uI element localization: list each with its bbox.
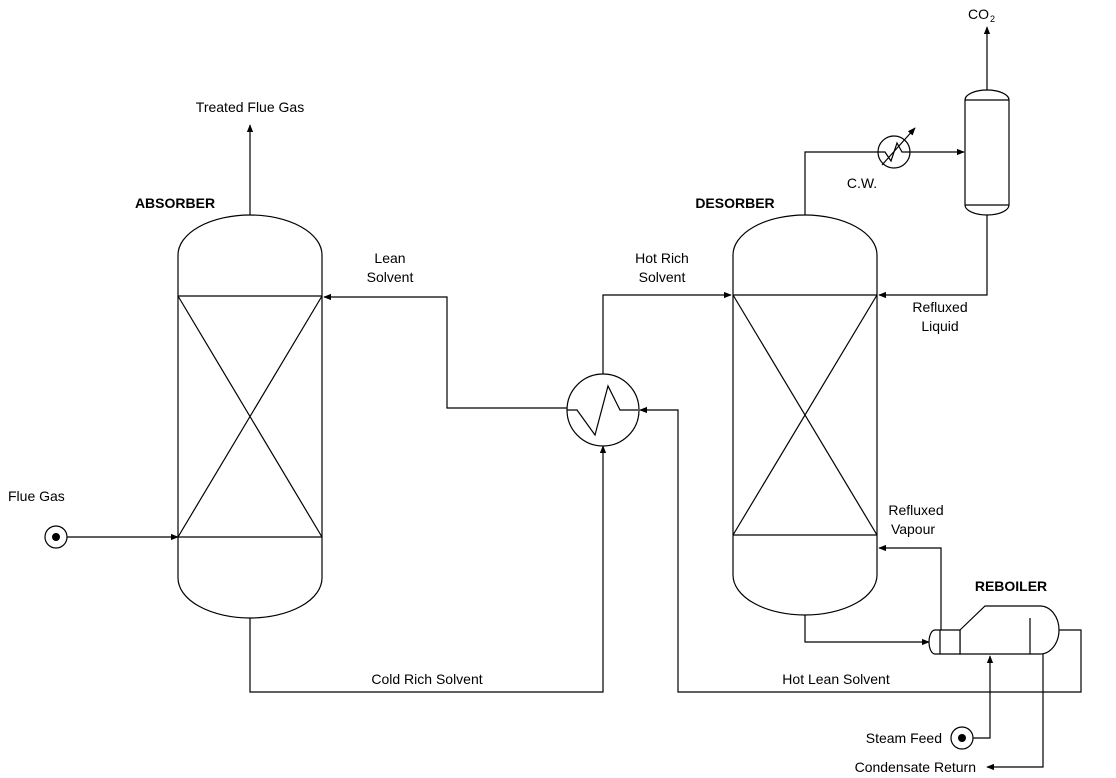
flue-gas-inlet-icon — [44, 525, 68, 549]
lean-rich-heat-exchanger — [566, 373, 640, 447]
co2-subscript: 2 — [990, 14, 995, 24]
hot-lean-solvent-line — [639, 406, 1082, 693]
refluxed-liquid-line — [878, 215, 988, 299]
co2-label: CO — [968, 6, 989, 22]
steam-feed-inlet-icon — [950, 726, 974, 750]
steam-feed-label: Steam Feed — [866, 730, 942, 746]
refluxed-vapour-label-line2: Vapour — [891, 521, 935, 537]
lean-solvent-label-line1: Lean — [374, 250, 405, 266]
desorber-label: DESORBER — [695, 195, 774, 211]
cold-rich-solvent-label: Cold Rich Solvent — [371, 671, 482, 687]
absorber-column — [177, 214, 323, 619]
refluxed-liquid-label-line1: Refluxed — [912, 299, 967, 315]
reboiler — [928, 605, 1060, 655]
lean-solvent-line — [323, 293, 567, 409]
lean-solvent-label-line2: Solvent — [367, 269, 414, 285]
desorber-bottoms-line — [804, 615, 930, 646]
hot-rich-solvent-label-line2: Solvent — [639, 269, 686, 285]
treated-flue-gas-label: Treated Flue Gas — [196, 99, 304, 115]
hot-rich-solvent-label-line1: Hot Rich — [635, 250, 689, 266]
cold-rich-solvent-line — [249, 445, 607, 693]
reboiler-label: REBOILER — [975, 578, 1047, 594]
absorber-label: ABSORBER — [135, 195, 215, 211]
hot-lean-solvent-label: Hot Lean Solvent — [782, 671, 890, 687]
flue-gas-label: Flue Gas — [8, 488, 65, 504]
condenser-icon — [877, 127, 916, 169]
refluxed-liquid-label-line2: Liquid — [921, 318, 958, 334]
cooling-water-label: C.W. — [847, 175, 877, 191]
desorber-column — [732, 214, 878, 616]
condensate-return-label: Condensate Return — [855, 759, 976, 775]
reflux-drum — [964, 89, 1010, 216]
refluxed-vapour-label-line1: Refluxed — [888, 502, 943, 518]
condensate-return-line — [986, 654, 1044, 771]
hot-rich-solvent-line — [602, 291, 732, 374]
refluxed-vapour-line — [878, 544, 942, 630]
steam-feed-line — [973, 655, 994, 739]
overhead-vapour-line — [804, 151, 878, 215]
